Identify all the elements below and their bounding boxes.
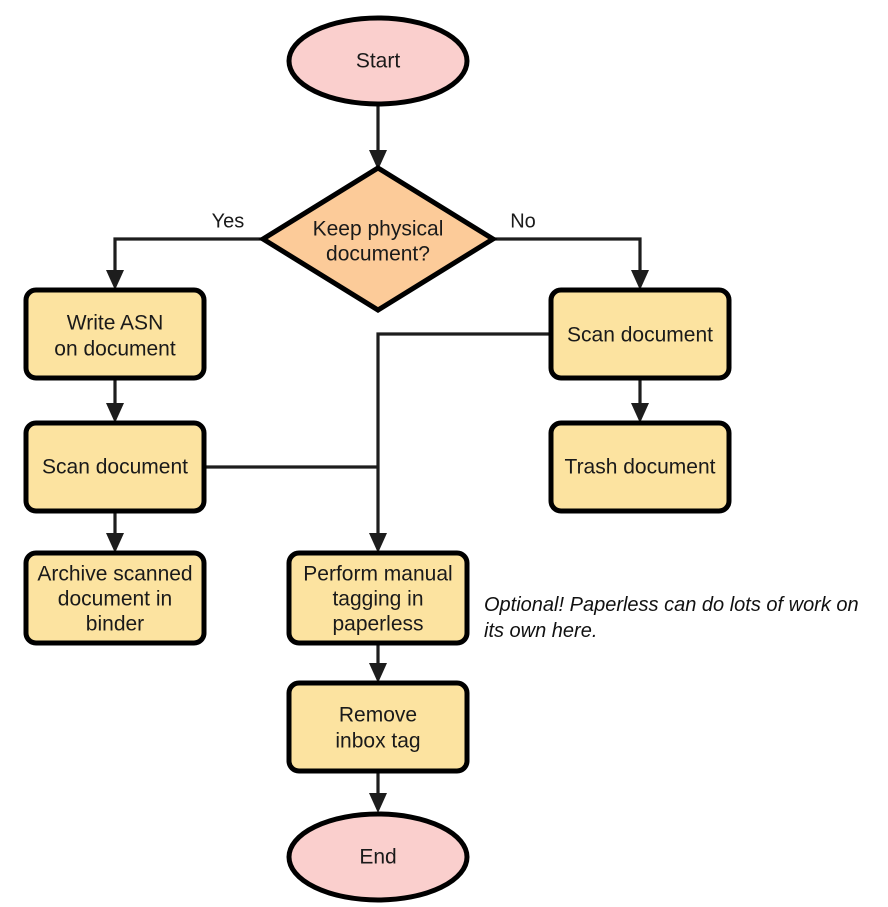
node-perform-manual-tagging[interactable]: Perform manual tagging in paperless xyxy=(286,550,470,646)
remove-inbox-label-line1: Remove xyxy=(339,704,417,727)
start-terminator-shape[interactable] xyxy=(286,15,470,107)
start-label: Start xyxy=(356,50,401,73)
decision-diamond-shape[interactable] xyxy=(258,165,498,313)
end-terminator-shape[interactable] xyxy=(286,811,470,903)
arrowhead-icon xyxy=(369,793,387,813)
optional-note-line1: Optional! Paperless can do lots of work … xyxy=(484,594,859,616)
connector-layer xyxy=(106,106,649,813)
edge-decision-to-write-asn xyxy=(106,237,263,290)
edge-tagging-to-remove-inbox xyxy=(369,643,387,683)
tagging-label-line2: tagging in xyxy=(332,588,423,611)
end-label: End xyxy=(359,846,396,869)
node-write-asn-on-document[interactable]: Write ASN on document xyxy=(23,287,207,381)
node-scan-document-right[interactable]: Scan document xyxy=(548,287,732,381)
trash-document-label: Trash document xyxy=(565,456,716,479)
write-asn-label-line2: on document xyxy=(54,338,176,361)
decision-label-line2: document? xyxy=(326,243,430,266)
arrowhead-icon xyxy=(369,533,387,553)
arrowhead-icon xyxy=(106,403,124,423)
node-end[interactable]: End xyxy=(286,811,470,903)
node-scan-document-left[interactable]: Scan document xyxy=(23,420,207,514)
archive-label-line2: document in xyxy=(58,588,172,611)
tagging-label-line1: Perform manual xyxy=(303,563,452,586)
decision-label-line1: Keep physical xyxy=(313,218,444,241)
node-trash-document[interactable]: Trash document xyxy=(548,420,732,514)
edge-start-to-decision xyxy=(369,106,387,170)
optional-note-line2: its own here. xyxy=(484,620,597,642)
node-remove-inbox-tag[interactable]: Remove inbox tag xyxy=(286,680,470,774)
scan-document-left-label: Scan document xyxy=(42,456,188,479)
arrowhead-icon xyxy=(106,270,124,290)
scan-document-left-box-shape[interactable] xyxy=(23,420,207,514)
edge-write-asn-to-scan-left xyxy=(106,378,124,423)
edge-scan-right-to-trash xyxy=(631,378,649,423)
arrowhead-icon xyxy=(106,533,124,553)
write-asn-label-line1: Write ASN xyxy=(67,312,163,335)
node-start[interactable]: Start xyxy=(286,15,470,107)
write-asn-box-shape[interactable] xyxy=(23,287,207,381)
node-decision-keep-physical-document[interactable]: Keep physical document? xyxy=(258,165,498,313)
scan-document-right-label: Scan document xyxy=(567,324,713,347)
arrowhead-icon xyxy=(631,270,649,290)
edge-label-no: No xyxy=(510,210,536,232)
node-archive-scanned-document[interactable]: Archive scanned document in binder xyxy=(23,550,207,646)
remove-inbox-box-shape[interactable] xyxy=(286,680,470,774)
archive-label-line1: Archive scanned xyxy=(37,563,192,586)
edge-decision-to-scan-right xyxy=(493,237,649,290)
remove-inbox-label-line2: inbox tag xyxy=(335,730,420,753)
arrowhead-icon xyxy=(369,663,387,683)
edge-remove-inbox-to-end xyxy=(369,771,387,813)
edge-scan-right-to-tagging xyxy=(369,332,551,553)
scan-document-right-box-shape[interactable] xyxy=(548,287,732,381)
annotation-optional-note: Optional! Paperless can do lots of work … xyxy=(484,594,859,642)
archive-box-shape[interactable] xyxy=(23,550,207,646)
arrowhead-icon xyxy=(369,150,387,170)
edge-scan-left-to-archive xyxy=(106,511,124,553)
trash-document-box-shape[interactable] xyxy=(548,420,732,514)
tagging-box-shape[interactable] xyxy=(286,550,470,646)
archive-label-line3: binder xyxy=(86,613,144,636)
arrowhead-icon xyxy=(631,403,649,423)
edge-label-yes: Yes xyxy=(212,210,245,232)
tagging-label-line3: paperless xyxy=(332,613,423,636)
